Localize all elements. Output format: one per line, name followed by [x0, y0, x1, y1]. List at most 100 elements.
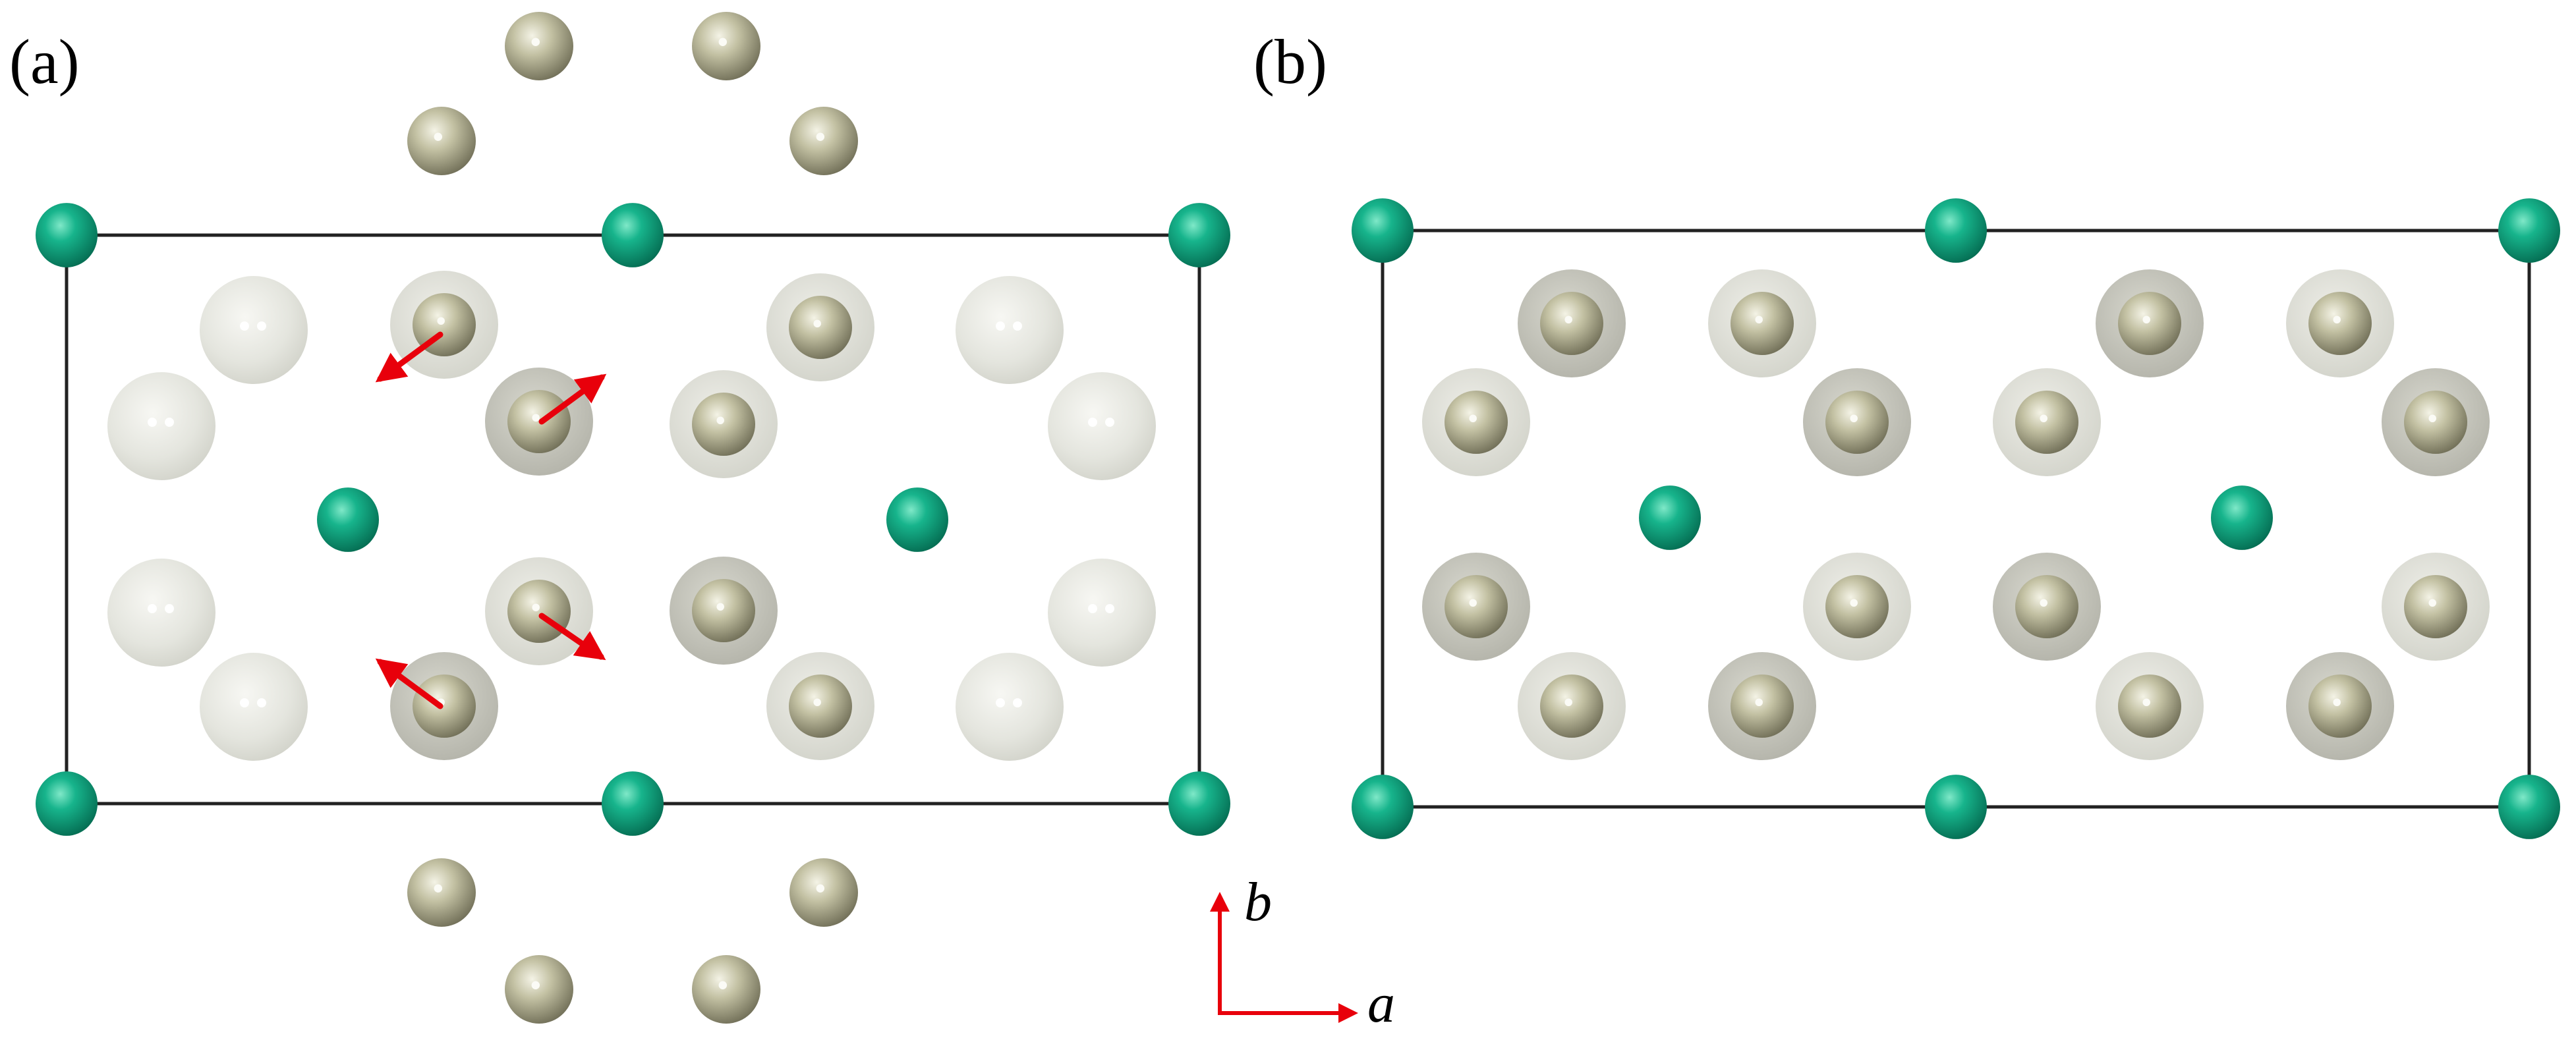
atom-highlight — [434, 884, 443, 893]
atom-highlight — [1088, 604, 1097, 613]
tan-atom — [789, 674, 852, 738]
atom-highlight — [437, 317, 445, 325]
atom-highlight — [813, 698, 821, 706]
atom-highlight — [2428, 414, 2436, 422]
tan-atom — [1540, 292, 1603, 355]
atom-highlight — [1755, 316, 1763, 323]
green-atom — [1168, 203, 1230, 267]
panel-a-label: (a) — [9, 26, 80, 97]
atom-highlight — [1850, 599, 1858, 607]
atom-highlight — [148, 604, 157, 613]
tan-atom — [505, 955, 573, 1024]
atom-highlight — [2142, 316, 2150, 323]
tan-atom — [1445, 575, 1508, 638]
atom-highlight — [1850, 414, 1858, 422]
green-atom — [1925, 198, 1987, 263]
panel-b-label: (b) — [1253, 26, 1327, 97]
ghost-atom — [1048, 559, 1156, 667]
tan-atom — [1825, 575, 1889, 638]
ghost-atom — [956, 653, 1064, 761]
tan-atom — [413, 674, 476, 738]
atom-highlight — [148, 418, 157, 427]
tan-atom — [507, 580, 571, 643]
green-atom — [602, 203, 664, 267]
tan-atom — [2308, 674, 2372, 738]
tan-atom — [2118, 674, 2181, 738]
atom-highlight — [1105, 604, 1114, 613]
atom-highlight — [1564, 698, 1572, 706]
green-atom — [1352, 198, 1414, 263]
atom-highlight — [1105, 418, 1114, 427]
atom-highlight — [816, 132, 825, 141]
green-atom — [2498, 775, 2560, 839]
atom-highlight — [716, 416, 724, 424]
atom-highlight — [996, 698, 1005, 707]
atom-highlight — [1469, 599, 1477, 607]
atom-highlight — [240, 321, 249, 331]
tan-atom — [692, 393, 755, 456]
atom-highlight — [716, 603, 724, 611]
green-atom — [602, 771, 664, 836]
axis-b-label: b — [1244, 871, 1272, 933]
tan-atom — [692, 12, 760, 80]
atom-highlight — [1755, 698, 1763, 706]
tan-atom — [407, 858, 476, 927]
green-atom — [1168, 771, 1230, 836]
atom-highlight — [1469, 414, 1477, 422]
ghost-atom — [107, 559, 215, 667]
atom-highlight — [816, 884, 825, 893]
atom-highlight — [257, 321, 266, 331]
tan-atom — [789, 107, 858, 175]
tan-atom — [1825, 391, 1889, 454]
atom-highlight — [1013, 321, 1022, 331]
tan-atom — [789, 296, 852, 359]
displacement-arrow — [375, 658, 444, 709]
ghost-atom — [107, 372, 215, 480]
atom-highlight — [2333, 316, 2341, 323]
atom-highlight — [2040, 414, 2047, 422]
atom-highlight — [434, 132, 443, 141]
tan-atom — [2404, 391, 2467, 454]
atom-highlight — [1564, 316, 1572, 323]
tan-atom — [1445, 391, 1508, 454]
atom-highlight — [718, 38, 728, 46]
ghost-atom — [956, 276, 1064, 384]
atom-highlight — [1013, 698, 1022, 707]
green-atom — [1352, 775, 1414, 839]
displacement-arrow — [538, 613, 606, 661]
tan-atom — [2404, 575, 2467, 638]
tan-atom — [692, 955, 760, 1024]
atom-highlight — [2428, 599, 2436, 607]
atom-highlight — [257, 698, 266, 707]
tan-atom — [1731, 674, 1794, 738]
tan-atom — [407, 107, 476, 175]
green-atom — [886, 487, 948, 552]
atom-highlight — [718, 981, 728, 989]
green-atom — [1925, 775, 1987, 839]
tan-atom — [2308, 292, 2372, 355]
green-atom — [2498, 198, 2560, 263]
atom-highlight — [1088, 418, 1097, 427]
atom-highlight — [532, 414, 540, 422]
atom-highlight — [2040, 599, 2047, 607]
atom-highlight — [2142, 698, 2150, 706]
green-atom — [2211, 485, 2273, 550]
atom-highlight — [531, 38, 540, 46]
ghost-atom — [1048, 372, 1156, 480]
atom-highlight — [532, 603, 540, 611]
green-atom — [1639, 485, 1701, 550]
tan-atom — [1731, 292, 1794, 355]
atom-highlight — [240, 698, 249, 707]
atom-highlight — [165, 418, 174, 427]
green-atom — [36, 771, 98, 836]
green-atom — [317, 487, 379, 552]
tan-atom — [692, 579, 755, 642]
tan-atom — [2015, 391, 2078, 454]
atom-highlight — [2333, 698, 2341, 706]
tan-atom — [1540, 674, 1603, 738]
displacement-arrow — [538, 373, 607, 425]
tan-atom — [2015, 575, 2078, 638]
axis-a-label: a — [1367, 973, 1395, 1034]
